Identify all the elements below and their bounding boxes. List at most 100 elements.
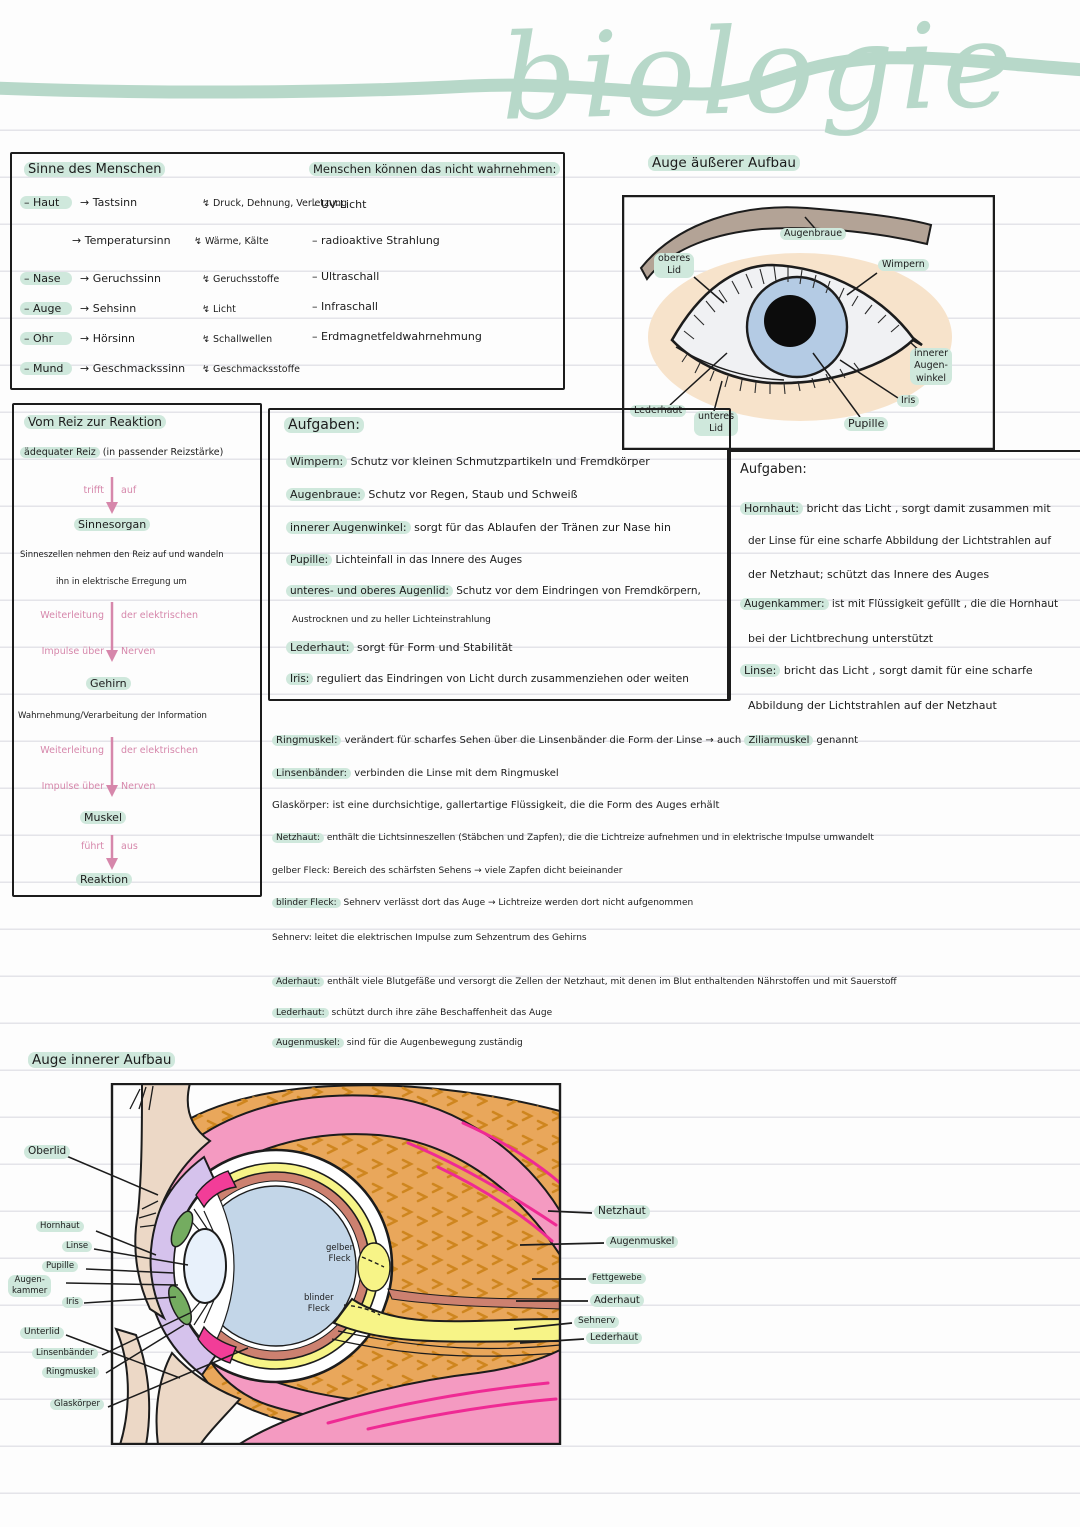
inner-eye-box-border: [110, 1083, 562, 1445]
pupil: [764, 295, 816, 347]
outer-eye-header: Auge äußerer Aufbau: [648, 155, 800, 171]
label-pupille: Pupille: [844, 417, 889, 432]
gloss-desc: Bereich des schärfsten Sehens → viele Za…: [329, 866, 623, 876]
gloss-item: Sehnerv: leitet die elektrischen Impulse…: [272, 933, 587, 943]
lower-eyelashes: [681, 352, 861, 395]
gloss-desc: enthält viele Blutgefäße und versorgt di…: [324, 977, 897, 987]
upper-muscle-fibres: [406, 1121, 560, 1243]
tasks-box-2: [727, 450, 1080, 699]
right-pointer-lines: [513, 1210, 605, 1344]
sense-stimulus: ↯ Wärme, Kälte: [194, 236, 269, 247]
arrow1-label-left: trifft: [83, 485, 104, 496]
sense-name: → Geschmackssinn: [80, 362, 186, 375]
task-desc: bricht das Licht , sorgt damit zusammen …: [803, 502, 1051, 515]
task-desc: der Netzhaut; schützt das Innere des Aug…: [748, 568, 990, 581]
task-desc: sorgt für Form und Stabilität: [353, 641, 513, 654]
inner-eye-header: Auge innerer Aufbau: [28, 1052, 176, 1068]
task-term: Hornhaut:: [740, 502, 804, 515]
not-perceive-item: – Infraschall: [312, 300, 378, 313]
task-desc: Schutz vor Regen, Staub und Schweiß: [364, 488, 578, 501]
label-sehnerv: Sehnerv: [574, 1316, 620, 1328]
stimulus-note: (in passender Reizstärke): [102, 447, 224, 458]
gloss-item: Aderhaut: enthält viele Blutgefäße und v…: [272, 977, 897, 987]
ciliary-body-top: [170, 1210, 194, 1248]
label-linse: Linse: [62, 1241, 93, 1253]
sense-row: – Nase → Geruchssinn ↯ Geruchsstoffe: [20, 272, 300, 285]
label-augenkammer: Augen- kammer: [8, 1275, 52, 1298]
title-underline-squiggle: [0, 51, 1080, 101]
reflex-arrows: [106, 477, 118, 870]
reflex-box: Vom Reiz zur Reaktion ädequater Reiz (in…: [12, 403, 262, 897]
outer-eye-box-border: [622, 195, 995, 450]
task-term: Augenbraue:: [286, 488, 365, 501]
gloss-desc: verbinden die Linse mit dem Ringmuskel: [351, 768, 559, 779]
upper-eye-muscle: [156, 1094, 560, 1257]
outer-eye-diagram: Augenbraue oberes Lid Wimpern innerer Au…: [622, 195, 995, 450]
gloss-desc: ist eine durchsichtige, gallertartige Fl…: [329, 800, 720, 811]
label-blinder-fleck: blinder Fleck: [304, 1293, 334, 1315]
lower-eyelid-skin: [155, 1351, 242, 1445]
task-term: Augenkammer:: [740, 598, 829, 610]
task-desc: Lichteinfall in das Innere des Auges: [332, 554, 523, 566]
task-desc: Abbildung der Lichtstrahlen auf der Netz…: [748, 699, 997, 712]
not-perceive-item: – UV-Licht: [312, 198, 367, 211]
sense-stimulus: ↯ Geschmacksstoffe: [202, 364, 301, 375]
arrow3-label-l1: Weiterleitung: [40, 745, 104, 756]
gloss-item: Lederhaut: schützt durch ihre zähe Besch…: [272, 1008, 552, 1018]
lower-lid-margin: [675, 346, 785, 381]
sense-name: → Sehsinn: [80, 302, 137, 315]
eyebrow: [639, 206, 933, 281]
gloss-term: Sehnerv:: [272, 933, 312, 943]
gloss-term: Ringmuskel:: [272, 735, 342, 746]
aderhaut-band: [387, 1288, 560, 1310]
nerve-sheath-lines: [331, 1330, 560, 1357]
task-term: Linse:: [740, 664, 781, 677]
label-pointer-lines: [669, 216, 923, 418]
tasks2-header: Aufgaben:: [740, 462, 807, 477]
bottom-muscle-fibres: [326, 1381, 558, 1431]
arrow2-label-l2: Impulse über: [41, 646, 104, 657]
arrow3-label-l2: Impulse über: [41, 781, 104, 792]
gloss-item: Augenmuskel: sind für die Augenbewegung …: [272, 1038, 523, 1048]
arrow2-label-r2: Nerven: [121, 646, 156, 657]
sense-name: → Tastsinn: [80, 196, 138, 209]
gloss-term: Netzhaut:: [272, 833, 325, 843]
task-desc: bei der Lichtbrechung unterstützt: [748, 632, 934, 645]
gloss-item: Netzhaut: enthält die Lichtsinneszellen …: [272, 833, 874, 843]
sense-row: – Ohr → Hörsinn ↯ Schallwellen: [20, 332, 300, 345]
cheek-skin-strip: [114, 1327, 151, 1445]
gloss-desc: enthält die Lichtsinneszellen (Stäbchen …: [324, 833, 874, 843]
inner-eye-drawing: [63, 1083, 605, 1445]
lens: [183, 1228, 227, 1304]
sense-organ: – Mund: [20, 362, 72, 375]
not-perceive-header: Menschen können das nicht wahrnehmen:: [309, 162, 561, 176]
fovea-gelber-fleck: [357, 1242, 391, 1292]
gloss-term-2: Ziliarmuskel: [744, 735, 814, 746]
task-desc: bricht das Licht , sorgt damit für eine …: [780, 664, 1033, 677]
task-term: Iris:: [286, 673, 314, 685]
label-netzhaut: Netzhaut: [594, 1205, 650, 1219]
task-term: unteres- und oberes Augenlid:: [286, 585, 453, 597]
note-sinneszellen-1: Sinneszellen nehmen den Reiz auf und wan…: [20, 550, 224, 560]
gloss-item: Linsenbänder: verbinden die Linse mit de…: [272, 768, 559, 779]
arrow4-label-left: führt: [80, 841, 104, 852]
arrow4-label-right: aus: [121, 841, 138, 852]
not-perceive-item: – Erdmagnetfeldwahrnehmung: [312, 330, 482, 343]
label-augenbraue: Augenbraue: [780, 228, 847, 241]
label-iris-inner: Iris: [62, 1297, 83, 1309]
iris-muscle-top: [195, 1170, 238, 1209]
outer-eye-drawing: [622, 195, 995, 450]
label-aderhaut: Aderhaut: [590, 1294, 644, 1307]
step-sinnesorgan: Sinnesorgan: [74, 518, 151, 531]
label-ringmuskel: Ringmuskel: [42, 1367, 100, 1379]
label-oberlid: Oberlid: [24, 1145, 71, 1159]
arrow2-label-r1: der elektrischen: [121, 610, 198, 621]
sense-row: – Haut → Tastsinn ↯ Druck, Dehnung, Verl…: [20, 196, 347, 209]
arrow3-label-r2: Nerven: [121, 781, 156, 792]
sense-organ: – Auge: [20, 302, 72, 315]
arrow2-label-l1: Weiterleitung: [40, 610, 104, 621]
sense-row: – Mund → Geschmackssinn ↯ Geschmacksstof…: [20, 362, 300, 375]
label-iris: Iris: [897, 395, 920, 408]
sense-stimulus: ↯ Schallwellen: [202, 334, 273, 345]
task-desc: sorgt für das Ablaufen der Tränen zur Na…: [410, 521, 671, 534]
